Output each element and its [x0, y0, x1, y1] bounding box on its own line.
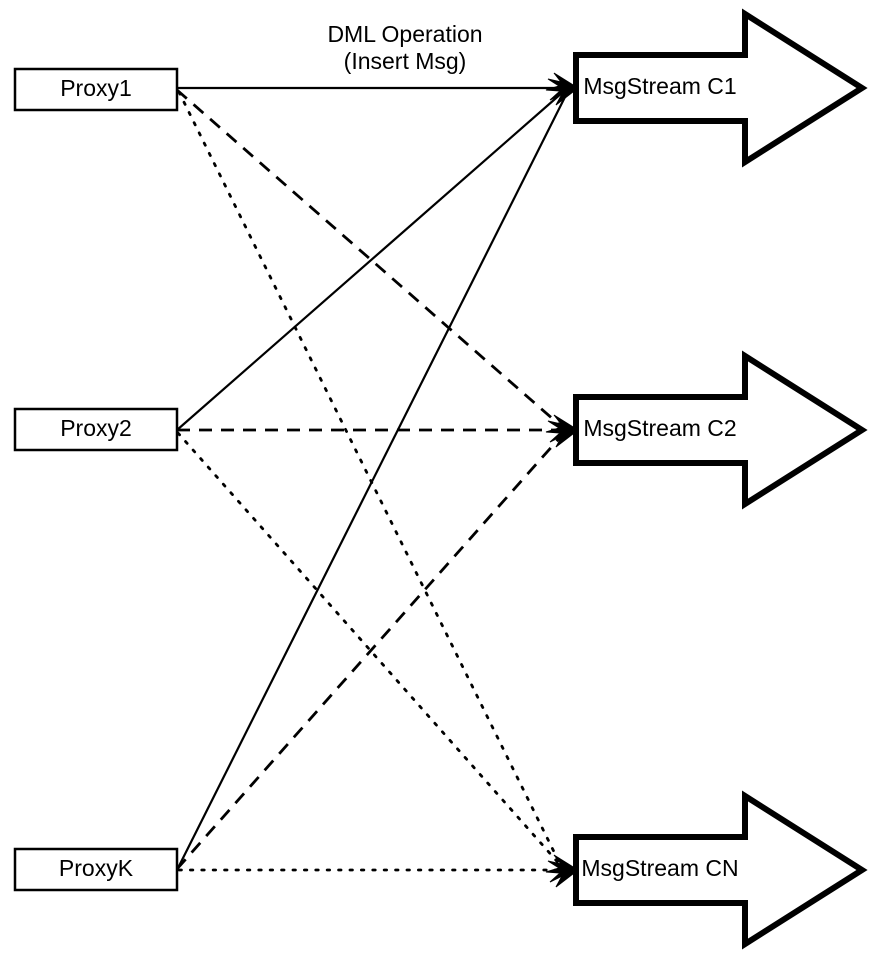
streams-layer: MsgStream C1 MsgStream C2 MsgStream CN	[573, 8, 868, 950]
link-proxy1-to-stream_c2	[176, 88, 563, 429]
stream-stream_c2[interactable]: MsgStream C2	[573, 350, 868, 510]
proxy-node-proxy1[interactable]: Proxy1	[13, 67, 179, 112]
link-proxy2-to-stream_c1	[176, 91, 564, 431]
edge-annotation-label: DML Operation (Insert Msg)	[327, 21, 482, 74]
dml-operation-label-line1: DML Operation	[327, 21, 482, 47]
arrowheads-layer	[545, 72, 579, 888]
stream-stream_cn[interactable]: MsgStream CN	[573, 790, 868, 950]
arrowhead-head-c1	[545, 72, 579, 106]
proxy-label-proxy2: Proxy2	[60, 415, 132, 441]
proxy-label-proxy1: Proxy1	[60, 75, 132, 101]
stream-arrow-shape-stream_c2	[573, 350, 868, 510]
proxy-node-proxy2[interactable]: Proxy2	[13, 407, 179, 452]
proxy-node-proxyk[interactable]: ProxyK	[13, 847, 179, 892]
stream-arrow-shape-stream_cn	[573, 790, 868, 950]
link-proxyk-to-stream_c1	[176, 94, 567, 871]
link-proxyk-to-stream_c2	[175, 433, 565, 870]
stream-label-stream_cn: MsgStream CN	[581, 855, 738, 881]
arrowhead-head-c2	[545, 414, 579, 448]
stream-stream_c1[interactable]: MsgStream C1	[573, 8, 868, 168]
dml-operation-label-line2: (Insert Msg)	[344, 48, 467, 74]
proxy-label-proxyk: ProxyK	[59, 855, 134, 881]
stream-arrow-shape-stream_c1	[573, 8, 868, 168]
arrowhead-head-cn	[545, 854, 579, 888]
stream-label-stream_c1: MsgStream C1	[583, 73, 736, 99]
stream-label-stream_c2: MsgStream C2	[583, 415, 736, 441]
link-proxy1-to-stream_cn	[177, 90, 563, 868]
links-layer	[175, 86, 567, 872]
proxy-box-proxy1	[13, 67, 179, 112]
proxy-box-proxy2	[13, 407, 179, 452]
proxy-box-proxyk	[13, 847, 179, 892]
